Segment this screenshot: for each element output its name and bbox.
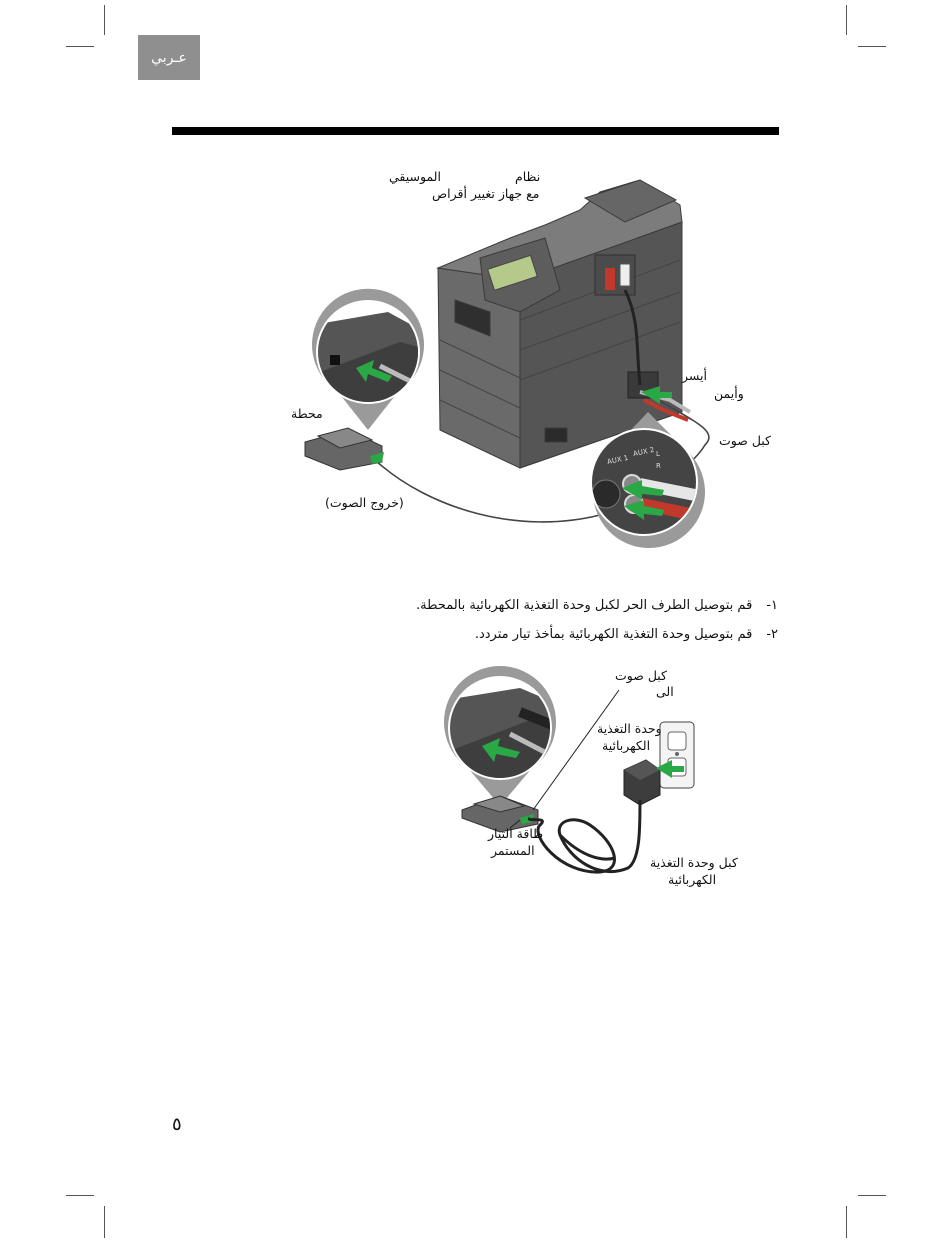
label-audio-cable-2-line2: الى — [656, 684, 674, 700]
page-number: ٥ — [172, 1114, 182, 1135]
label-audio-cable-2-line1: كبل صوت — [615, 668, 667, 684]
label-psu-line1: وحدة التغذية — [597, 721, 662, 737]
wall-outlet — [660, 722, 694, 788]
label-dc-line2: المستمر — [491, 843, 535, 859]
power-magnifier — [444, 666, 560, 806]
label-psu-line2: الكهربائية — [602, 738, 650, 754]
label-psu-cable-line2: الكهربائية — [668, 872, 716, 888]
label-dc-line1: طاقة التيار — [488, 826, 543, 842]
label-psu-cable-line1: كبل وحدة التغذية — [650, 855, 738, 871]
